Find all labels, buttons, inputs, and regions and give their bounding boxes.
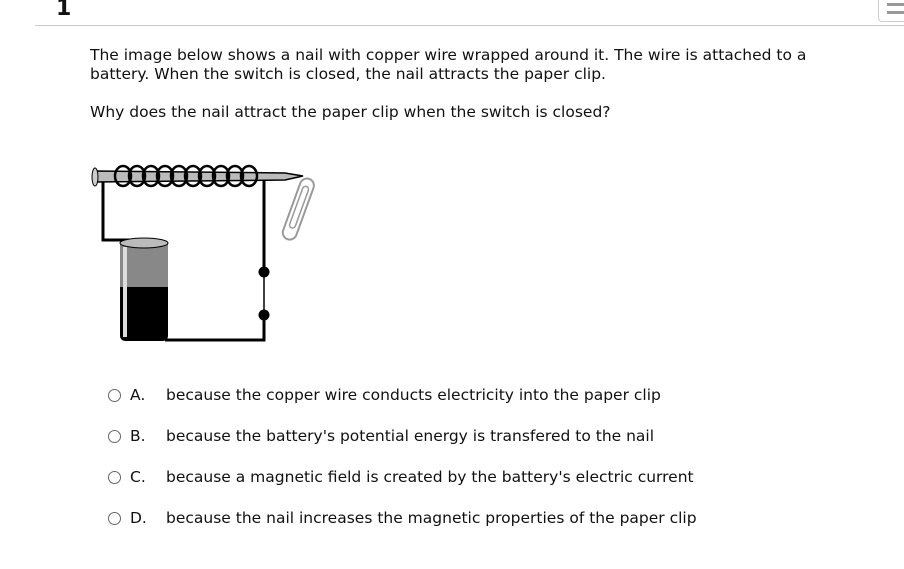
option-text: because the nail increases the magnetic …	[166, 509, 697, 527]
option-c[interactable]: C. because a magnetic field is created by…	[108, 468, 694, 486]
question-stem: The image below shows a nail with copper…	[90, 46, 807, 83]
option-letter: C.	[130, 468, 146, 486]
option-text: because the battery's potential energy i…	[166, 427, 655, 445]
option-a[interactable]: A. because the copper wire conducts elect…	[108, 386, 661, 404]
option-letter: A.	[130, 386, 146, 404]
electromagnet-diagram	[85, 155, 325, 354]
radio-option-a[interactable]	[108, 388, 121, 402]
option-letter: D.	[130, 509, 147, 527]
option-text: because the copper wire conducts electri…	[166, 386, 661, 404]
option-letter: B.	[130, 427, 146, 445]
radio-option-c[interactable]	[108, 470, 121, 484]
question-prompt: Why does the nail attract the paper clip…	[90, 103, 611, 121]
radio-option-d[interactable]	[108, 511, 121, 525]
divider	[35, 25, 904, 26]
question-number: 1	[56, 0, 72, 21]
option-d[interactable]: D. because the nail increases the magneti…	[108, 509, 697, 527]
option-text: because a magnetic field is created by t…	[166, 468, 694, 486]
option-b[interactable]: B. because the battery's potential energy…	[108, 427, 654, 445]
radio-option-b[interactable]	[108, 429, 121, 443]
menu-button[interactable]	[878, 0, 904, 22]
